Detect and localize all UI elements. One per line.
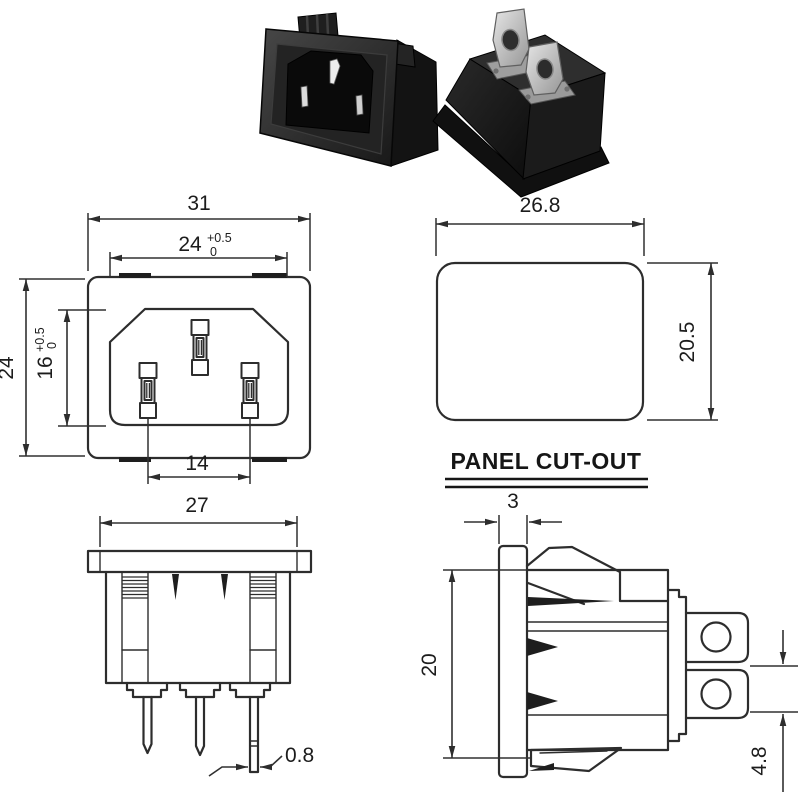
solder-pin-middle (194, 695, 206, 757)
side-view-drawing: 27 (86, 494, 314, 777)
housing-outline (86, 275, 312, 460)
panel-cutout-drawing: 26.8 20.5 PANEL CUT-OUT (435, 194, 718, 489)
spike (221, 574, 228, 600)
profile-body-outline (525, 568, 670, 752)
dim-overall-width-label: 31 (187, 192, 210, 215)
terminal-tab-lower (684, 668, 750, 720)
dim-pin-spacing: 14 (148, 452, 250, 481)
terminal-blocks (125, 681, 272, 699)
pin-extension-lines (147, 418, 251, 484)
cutout-outline (435, 261, 645, 422)
dim-face-height-label: 16 (34, 356, 57, 379)
dim-flange-width: 27 (99, 494, 298, 547)
photo-rear-rivet (564, 86, 570, 92)
dim-terminal-width: 4.8 (748, 630, 798, 792)
dim-flange-thickness-label: 3 (507, 490, 519, 513)
flange-side-outline (497, 544, 529, 779)
solder-pin-left (142, 695, 153, 755)
photo-rear-rivet (493, 68, 499, 74)
rear-view-photo (432, 8, 610, 198)
pin-left (138, 362, 158, 419)
socket-face-outline (108, 307, 290, 427)
photo-front-pin-center (329, 58, 341, 85)
snap-arm-ribs (122, 576, 276, 599)
panel-cutout-title: PANEL CUT-OUT (451, 448, 642, 474)
dim-pin-thickness-label: 0.8 (285, 744, 314, 767)
photo-rear-terminal-a-hole (501, 28, 520, 52)
profile-view-drawing: 3 20 (418, 490, 798, 792)
dim-pin-thickness: 0.8 (208, 744, 314, 777)
panel-cutout-title-underline (445, 477, 648, 489)
flange-outline (86, 549, 313, 574)
terminal-tab-upper (684, 611, 750, 664)
dim-face-height: 16 +0.5 0 (33, 309, 106, 427)
front-view-drawing: 31 24 +0.5 0 24 16 +0.5 0 (0, 192, 312, 484)
photo-front-cavity (285, 50, 374, 134)
body-seam-lines (526, 621, 669, 716)
dim-cutout-height-label: 20.5 (676, 322, 699, 363)
dim-overall-width: 31 (87, 192, 311, 271)
photo-rear-skirt (432, 104, 610, 198)
spike (172, 574, 179, 600)
dim-face-height-tol-up: +0.5 (33, 327, 47, 352)
pin-right (240, 362, 260, 419)
dim-cutout-width-label: 26.8 (520, 194, 561, 217)
dim-flange-width-label: 27 (185, 494, 208, 517)
photo-rear-rivet (525, 94, 531, 100)
top-snap-hook (525, 545, 670, 606)
snap-arms (121, 571, 277, 684)
dim-body-height-label: 20 (418, 653, 441, 676)
barb-section (527, 638, 558, 656)
dim-overall-height: 24 (0, 278, 85, 457)
body-outline (104, 570, 292, 685)
dim-face-width-tol-low: 0 (210, 245, 217, 259)
photo-front-pin-left (300, 85, 309, 108)
photo-rear-terminal-b-hole (536, 58, 554, 80)
dim-pin-spacing-label: 14 (185, 452, 209, 475)
dim-face-width: 24 +0.5 0 (109, 231, 288, 277)
dim-cutout-height: 20.5 (647, 262, 718, 421)
dim-face-width-label: 24 (178, 233, 202, 256)
dim-body-height: 20 (418, 569, 532, 759)
pin-top (190, 319, 210, 376)
dim-face-width-tol-up: +0.5 (207, 231, 232, 245)
photo-front-pin-right (355, 94, 364, 116)
front-view-photo (259, 12, 439, 167)
dim-flange-thickness: 3 (464, 490, 562, 544)
barb-section (527, 692, 558, 710)
bottom-snap-hook (529, 746, 623, 773)
dim-face-height-tol-low: 0 (45, 342, 59, 349)
terminal-carrier (666, 588, 688, 743)
dim-cutout-width: 26.8 (435, 194, 645, 256)
solder-pin-right (248, 695, 260, 774)
mounting-tab-marks (119, 273, 287, 462)
dim-terminal-width-label: 4.8 (748, 746, 771, 775)
dim-overall-height-label: 24 (0, 356, 18, 380)
